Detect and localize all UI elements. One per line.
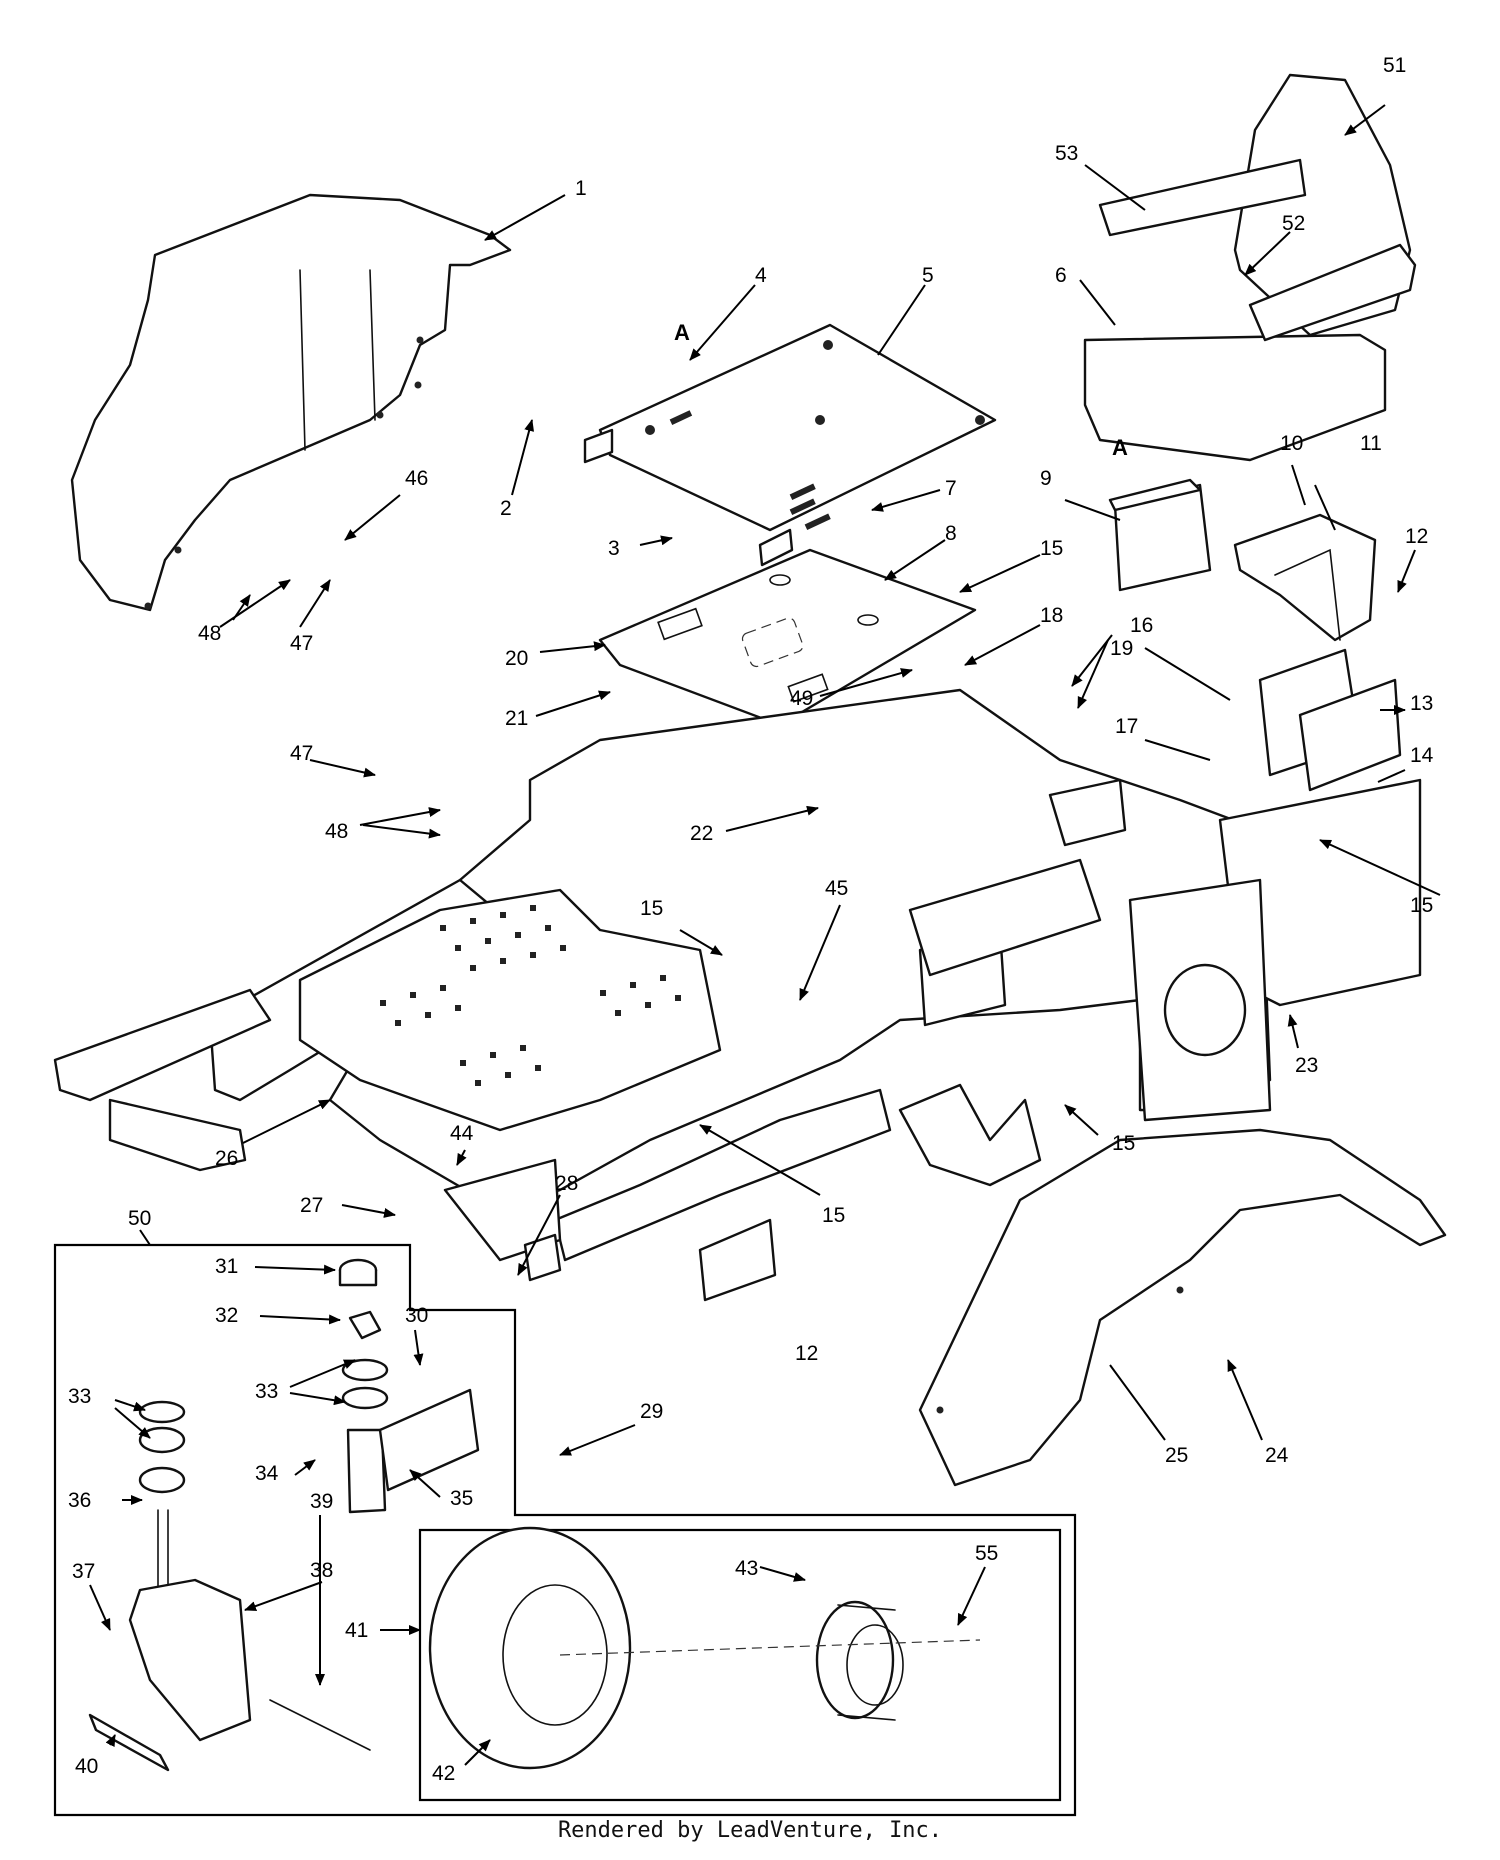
callout-25: 25 [1165, 1444, 1188, 1467]
callout-20: 20 [505, 647, 528, 670]
callout-35: 35 [450, 1487, 473, 1510]
callout-47-bottom: 47 [290, 742, 313, 765]
callout-41: 41 [345, 1619, 368, 1642]
callout-50: 50 [128, 1207, 151, 1230]
callout-39: 39 [310, 1490, 333, 1513]
callout-33-right: 33 [255, 1380, 278, 1403]
callout-3: 3 [608, 537, 620, 560]
callout-4: 4 [755, 264, 767, 287]
callout-5: 5 [922, 264, 934, 287]
callout-42: 42 [432, 1762, 455, 1785]
callout-15-d: 15 [822, 1204, 845, 1227]
callout-21: 21 [505, 707, 528, 730]
callout-14: 14 [1410, 744, 1434, 767]
callout-28: 28 [555, 1172, 578, 1195]
callout-12-top: 12 [1405, 525, 1428, 548]
seat-bracket [598, 548, 977, 727]
callout-6: 6 [1055, 264, 1067, 287]
callout-19-visible: 19 [1110, 637, 1133, 660]
callout-leaders [89, 104, 1441, 1766]
seat-pan [583, 323, 997, 567]
callout-48-bottom: 48 [325, 820, 348, 843]
callout-10: 10 [1280, 432, 1303, 455]
floor-plate [298, 888, 722, 1132]
callout-46: 46 [405, 467, 428, 490]
wheel-assembly [418, 1526, 1062, 1802]
callout-37: 37 [72, 1560, 95, 1583]
callout-40: 40 [75, 1755, 98, 1778]
left-fender [70, 193, 512, 612]
callout-15-b: 15 [1410, 894, 1433, 917]
battery [1108, 478, 1212, 592]
seat-assembly [1083, 73, 1417, 462]
callout-49: 49 [790, 687, 813, 710]
callout-15-e: 15 [1112, 1132, 1135, 1155]
callout-53: 53 [1055, 142, 1078, 165]
callout-15-a: 15 [1040, 537, 1063, 560]
callout-18: 18 [1040, 604, 1063, 627]
caster-assembly [53, 1243, 1077, 1817]
callout-13: 13 [1410, 692, 1433, 715]
callout-36: 36 [68, 1489, 91, 1512]
callout-44: 44 [450, 1122, 474, 1145]
callout-8: 8 [945, 522, 957, 545]
callout-43: 43 [735, 1557, 758, 1580]
reference-letter-a-top: A [674, 320, 690, 345]
callout-22: 22 [690, 822, 713, 845]
callout-9: 9 [1040, 467, 1052, 490]
callout-23: 23 [1295, 1054, 1318, 1077]
callout-47-top: 47 [290, 632, 313, 655]
callout-32: 32 [215, 1304, 238, 1327]
callout-16: 16 [1130, 614, 1153, 637]
callout-7: 7 [945, 477, 957, 500]
reference-letter-a-bottom: A [1112, 435, 1128, 460]
callout-11: 11 [1360, 432, 1382, 455]
battery-bracket [1258, 648, 1402, 792]
callout-33-left: 33 [68, 1385, 91, 1408]
callout-1: 1 [575, 177, 587, 200]
callout-48-top: 48 [198, 622, 221, 645]
callout-27: 27 [300, 1194, 323, 1217]
callout-34: 34 [255, 1462, 279, 1485]
callout-30: 30 [405, 1304, 428, 1327]
callout-52: 52 [1282, 212, 1305, 235]
right-fender [918, 1128, 1447, 1487]
callout-29: 29 [640, 1400, 663, 1423]
callout-55: 55 [975, 1542, 998, 1565]
footer-credit: Rendered by LeadVenture, Inc. [557, 1818, 943, 1843]
callout-45: 45 [825, 877, 848, 900]
callout-51: 51 [1383, 54, 1406, 77]
battery-cover [1233, 513, 1377, 642]
callout-12-bottom: 12 [795, 1342, 818, 1365]
callout-2: 2 [500, 497, 512, 520]
callout-31: 31 [215, 1255, 238, 1278]
callout-24: 24 [1265, 1444, 1289, 1467]
callout-26: 26 [215, 1147, 238, 1170]
callout-17: 17 [1115, 715, 1138, 738]
callout-15-c: 15 [640, 897, 663, 920]
callout-38: 38 [310, 1559, 333, 1582]
callout-numbers: 1 2 3 4 5 6 7 8 9 10 11 12 12 13 14 15 1… [68, 54, 1434, 1785]
